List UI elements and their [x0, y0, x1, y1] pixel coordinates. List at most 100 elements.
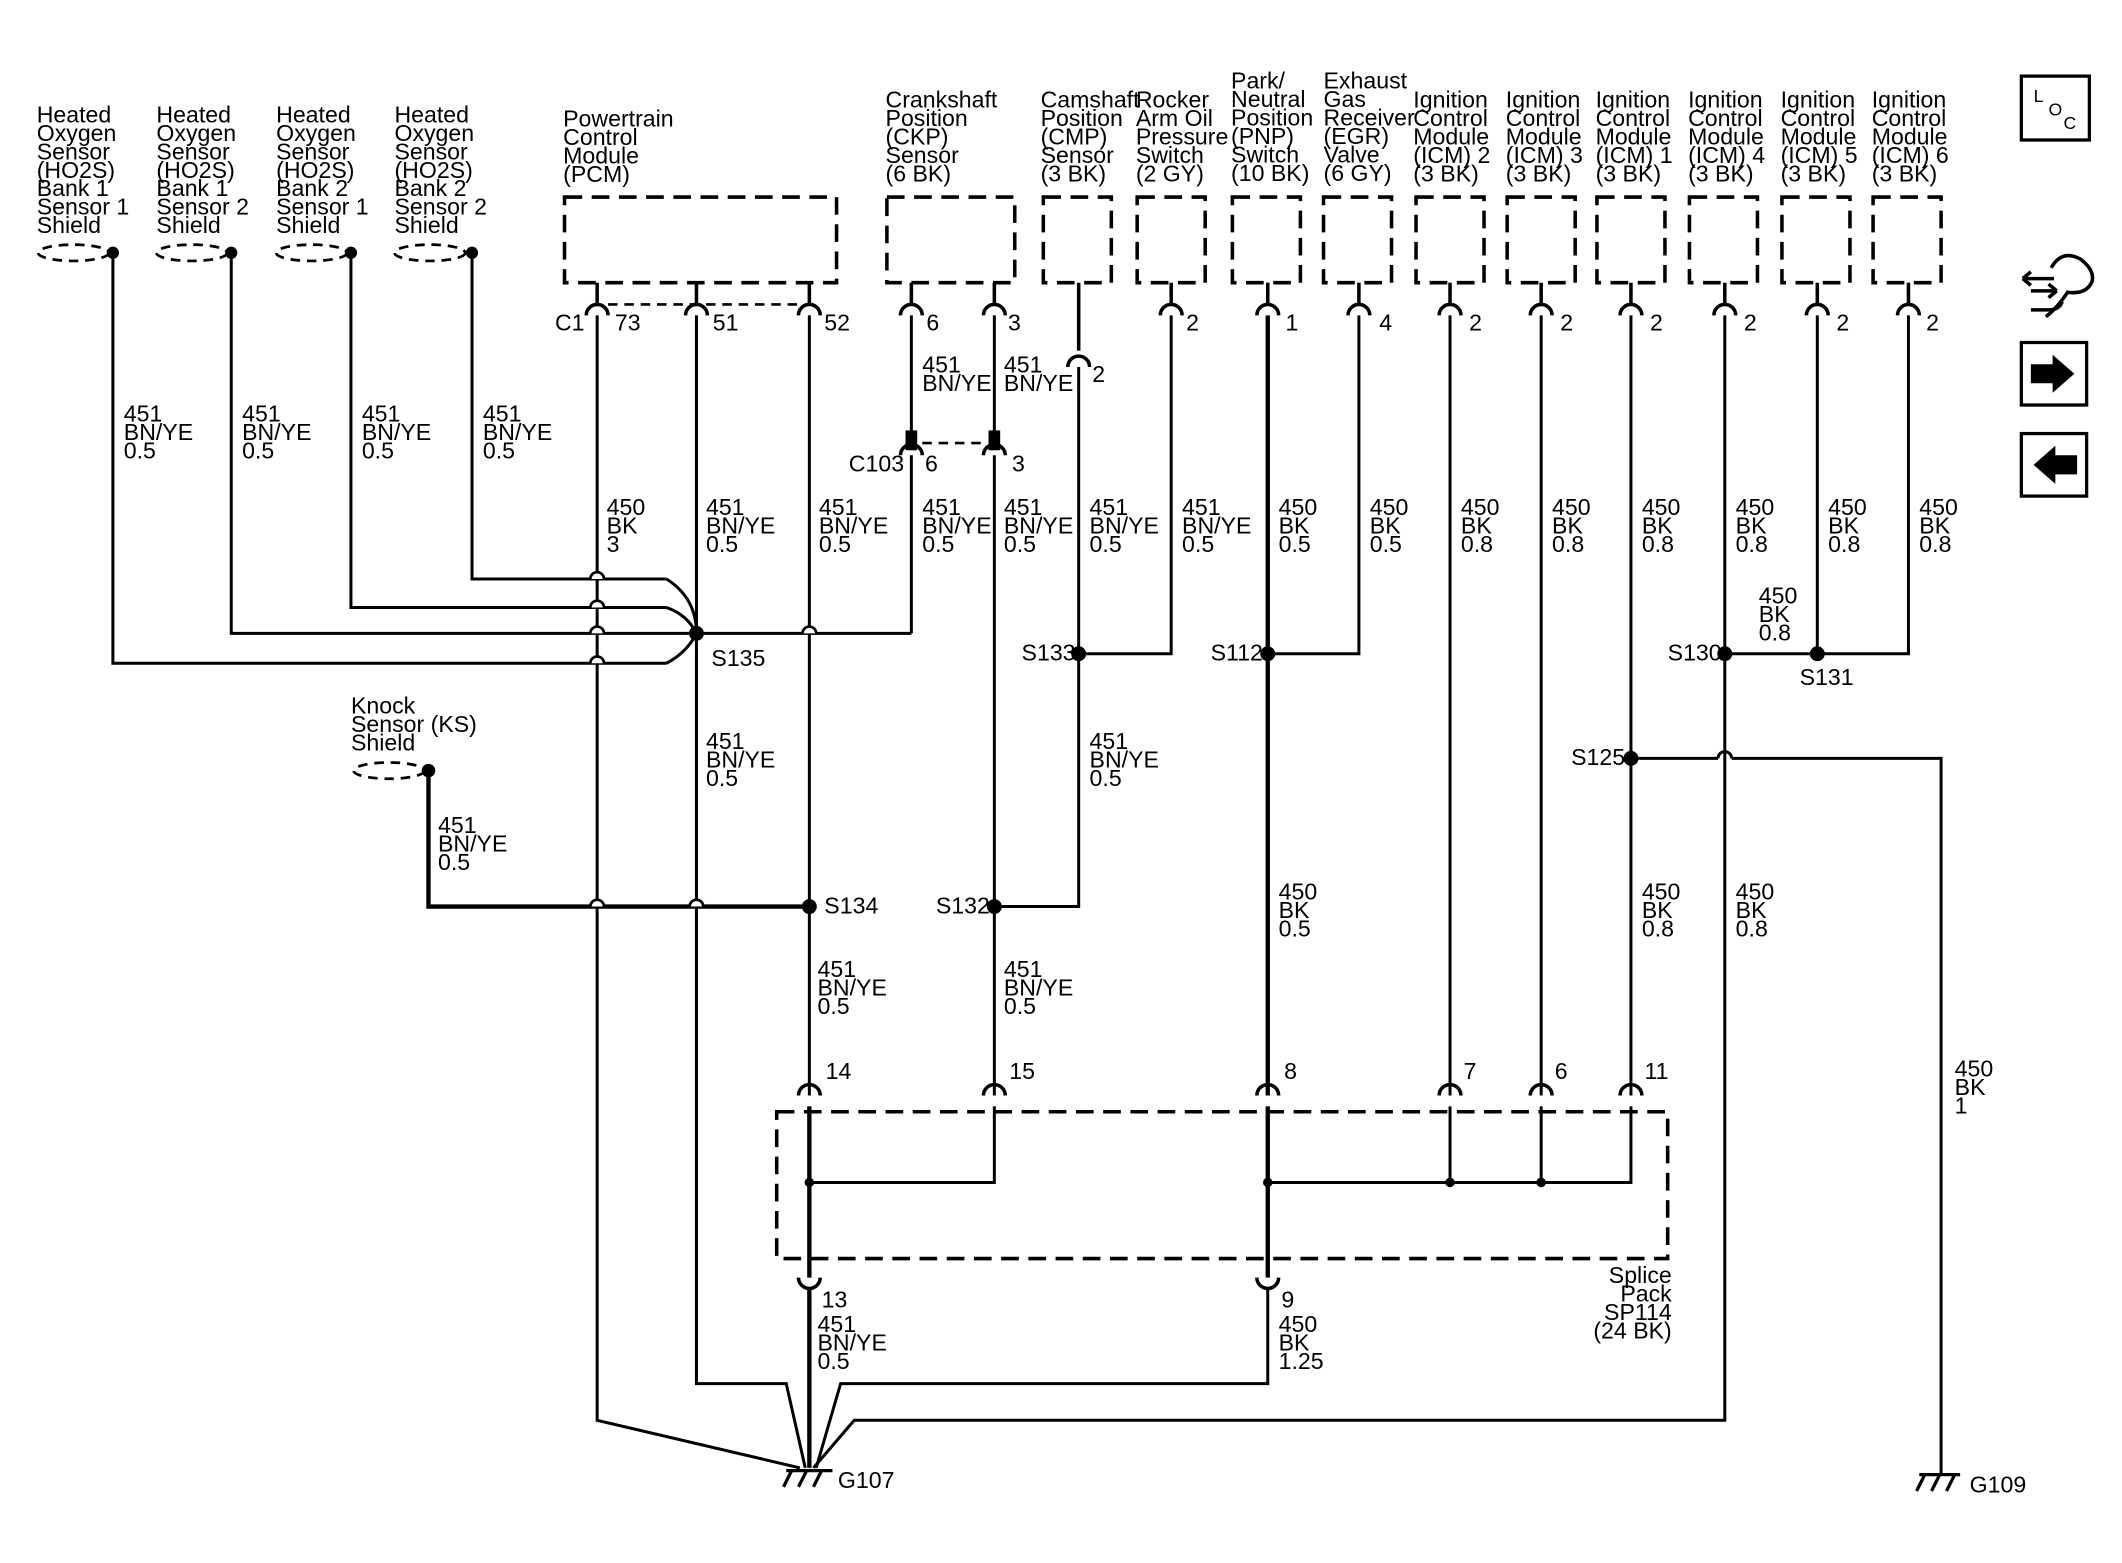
svg-text:13: 13	[822, 1286, 848, 1312]
svg-text:S134: S134	[824, 892, 878, 918]
svg-text:3: 3	[1012, 451, 1025, 477]
svg-text:O: O	[2049, 100, 2063, 120]
arrow-left-icon	[2033, 445, 2078, 484]
svg-text:S130: S130	[1668, 640, 1722, 666]
svg-text:S132: S132	[936, 892, 990, 918]
svg-text:C103: C103	[849, 451, 904, 477]
svg-text:2: 2	[1650, 309, 1663, 335]
svg-text:6: 6	[925, 451, 938, 477]
svg-text:8: 8	[1284, 1058, 1297, 1084]
svg-text:S112: S112	[1211, 640, 1263, 666]
loc-button[interactable]: L O C	[2019, 74, 2091, 142]
svg-text:S133: S133	[1022, 640, 1076, 666]
svg-text:S131: S131	[1800, 664, 1854, 690]
svg-text:2: 2	[1186, 309, 1199, 335]
ground-g107-symbol	[782, 1468, 833, 1488]
svg-text:6: 6	[926, 309, 939, 335]
svg-text:9: 9	[1281, 1286, 1294, 1312]
svg-text:14: 14	[826, 1058, 852, 1084]
knock-sensor-shield-symbol	[352, 761, 426, 781]
arrow-left-button[interactable]	[2019, 431, 2089, 498]
wire-crossovers	[588, 570, 818, 907]
svg-text:C: C	[2064, 113, 2077, 133]
shield-symbols	[36, 243, 479, 263]
svg-text:2: 2	[1092, 361, 1105, 387]
svg-text:2: 2	[1744, 309, 1757, 335]
arrow-right-button[interactable]	[2019, 340, 2089, 407]
svg-text:2: 2	[1926, 309, 1939, 335]
svg-text:L: L	[2034, 86, 2044, 106]
connector-hand-icon[interactable]	[2021, 253, 2095, 319]
splice-labels: S135 S133 S112 S130 S131 S125 S134 S132	[711, 640, 1853, 919]
ground-g107-label: G107	[838, 1467, 895, 1493]
svg-text:S125: S125	[1571, 744, 1625, 770]
svg-text:15: 15	[1009, 1058, 1035, 1084]
svg-text:C1: C1	[555, 309, 585, 335]
pin-labels: C1 73 51 52 6 3 2 2 1 4 2 2 2 2 2 2 C103…	[555, 309, 1939, 1312]
svg-text:52: 52	[824, 309, 850, 335]
svg-text:1: 1	[1285, 309, 1298, 335]
